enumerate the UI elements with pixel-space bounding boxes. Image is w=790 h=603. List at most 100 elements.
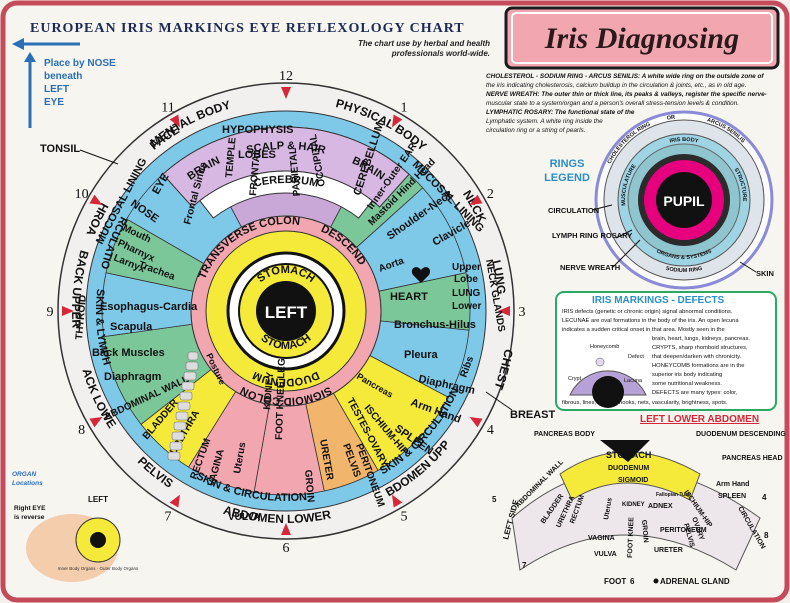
abd-ureter: URETER: [654, 547, 683, 554]
defects-title: IRIS MARKINGS - DEFECTS: [592, 295, 725, 306]
clock-number-1: 1: [401, 101, 408, 116]
clock-number-5: 5: [401, 509, 408, 524]
label-uterus: Uterus: [232, 441, 248, 475]
defects-line-2: LECUNAE are oval formations in the body …: [562, 318, 739, 324]
organ-loc-left: LEFT: [88, 495, 108, 504]
defects-line-9: some nutritional weakness.: [652, 381, 722, 387]
clock-number-8: 8: [78, 423, 85, 438]
clock-marker-2: [469, 194, 483, 205]
rings-legend-callouts: CIRCULATION LYMPH RING ROSARY NERVE WREA…: [548, 204, 774, 278]
abd-kidney: KIDNEY: [622, 502, 645, 508]
inner-stomach-bottom: STOMACH: [259, 332, 314, 352]
pupil-label: LEFT: [265, 303, 308, 322]
defects-box: IRIS MARKINGS - DEFECTS IRIS defects (ge…: [555, 291, 777, 411]
clock-number-11: 11: [161, 101, 174, 116]
callout-nerve-wreath: NERVE WREATH: [560, 263, 620, 272]
label-lung: LUNG: [452, 288, 481, 299]
breast-pointer: [485, 391, 513, 411]
abd-num-7: 7: [522, 561, 527, 570]
nose-note-line-2: beneath: [44, 71, 82, 82]
defects-line-5: CRYPTS, sharp rhomboid structures,: [652, 345, 748, 351]
abd-num-6: 6: [630, 577, 635, 586]
tonsil-pointer: [79, 149, 119, 165]
label-lower: Lower: [452, 301, 482, 312]
clock-marker-3: [498, 306, 510, 316]
defects-line-10: DEFECTS are many types: color,: [652, 390, 738, 396]
clock-number-2: 2: [487, 187, 494, 202]
label-groin: GROIN: [302, 469, 316, 503]
abd-duodenum-desc: DUODENUM DESCENDING: [696, 431, 786, 438]
label-parietal: PARIETAL: [288, 147, 303, 196]
label-kidney: KIDNEY: [262, 371, 276, 410]
label-vulva: VULVA: [228, 512, 260, 523]
defects-line-3: indicates a sudden critical onset in tha…: [562, 327, 725, 333]
organ-loc-title-1: ORGAN: [12, 471, 37, 478]
abd-vagina: VAGINA: [588, 535, 615, 542]
abdomen-title: LEFT LOWER ABDOMEN: [640, 414, 759, 425]
label-frontal: FRONTAL: [248, 148, 263, 196]
clock-marker-11: [169, 114, 180, 128]
rl-sodium-ring: SODIUM RING: [665, 266, 703, 274]
defects-line-1: IRIS defects (genetic or chronic origin)…: [562, 309, 733, 315]
abd-pancreas-head: PANCREAS HEAD: [722, 455, 783, 462]
diagram-crypt: Crypt: [568, 376, 582, 382]
clock-marker-9: [62, 306, 74, 316]
label-esophagus: Esophagus-Cardia: [100, 301, 198, 313]
label-pleura: Pleura: [404, 349, 439, 361]
defects-line-8: superior iris body indicating: [652, 372, 722, 378]
label-heart: HEART: [390, 291, 428, 303]
band-scalp-hair: SCALP & HAIR: [245, 140, 326, 157]
diagram-honeycomb: Honeycomb: [590, 344, 619, 350]
abd-adnex: ADNEX: [648, 503, 673, 510]
clock-number-10: 10: [75, 187, 89, 202]
rings-legend-pupil: PUPIL: [663, 193, 705, 209]
abd-fallopian: Fallopian Tube: [656, 492, 691, 498]
callout-circulation: CIRCULATION: [548, 206, 599, 215]
diagram-lacuna: Lacuna: [624, 378, 643, 384]
nose-note-line-3: LEFT: [44, 84, 69, 95]
defects-line-7: HONEYCOMB formations are in the: [652, 363, 744, 369]
rl-iris-body: IRIS BODY: [669, 137, 699, 145]
abd-groin: GROIN: [640, 520, 649, 543]
legend-line-1: CHOLESTEROL - SODIUM RING - ARCUS SENILI…: [486, 73, 764, 80]
clock-number-12: 12: [279, 69, 293, 84]
badge-title: Iris Diagnosing: [544, 22, 739, 55]
label-lobes: LOBES: [238, 149, 276, 161]
band-cerebrum: CEREBRUM: [253, 174, 320, 190]
legend-line-5: LYMPHATIC ROSARY: The functional state o…: [486, 109, 635, 116]
heart-icon: [411, 267, 431, 283]
label-foot-knee-leg: FOOT KNEE LEG: [274, 358, 288, 440]
abd-stomach: STOMACH: [606, 450, 651, 460]
rings-legend-title-2: LEGEND: [544, 172, 590, 184]
legend-line-6: Lymphatic system. A white ring inside th…: [486, 118, 603, 125]
diagram-defect: Defect: [628, 354, 644, 360]
abd-uterus: Uterus: [603, 497, 614, 520]
organ-loc-ring: Inner Body Organs · Outer Body Organs: [58, 566, 139, 571]
nose-note-line-1: Place by NOSE: [44, 58, 116, 69]
spine-icon: [167, 351, 199, 461]
outer-breast: BREAST: [510, 409, 556, 421]
badge-box: Iris Diagnosing: [504, 6, 780, 70]
clock-number-3: 3: [519, 305, 526, 320]
organ-loc-title-2: Locations: [12, 480, 43, 487]
clock-marker-4: [469, 417, 483, 428]
legend-line-7: circulation ring or a string of pearls.: [486, 127, 585, 134]
subtitle-line-2: professionals world-wide.: [391, 49, 490, 58]
abd-foot-knee: FOOT KNEE: [627, 517, 635, 558]
legend-line-3: NERVE WREATH: The outer thin or thick li…: [486, 91, 767, 98]
defects-line-6: that deepen/darken with chronicity.: [652, 354, 742, 360]
clock-number-4: 4: [487, 423, 494, 438]
clock-marker-12: [281, 87, 291, 99]
outer-lung: LUNG: [489, 259, 508, 295]
nose-note: Place by NOSE beneath LEFT EYE: [12, 38, 116, 128]
clock-marker-7: [169, 494, 180, 508]
chart-title: European Iris Markings Eye Reflexology C…: [30, 21, 465, 36]
abd-pancreas-body: PANCREAS BODY: [534, 431, 595, 438]
label-lobe: Lobe: [454, 274, 478, 285]
clock-marker-5: [392, 494, 403, 508]
nose-note-line-4: EYE: [44, 97, 64, 108]
rings-legend-title-1: RINGS: [550, 158, 585, 170]
